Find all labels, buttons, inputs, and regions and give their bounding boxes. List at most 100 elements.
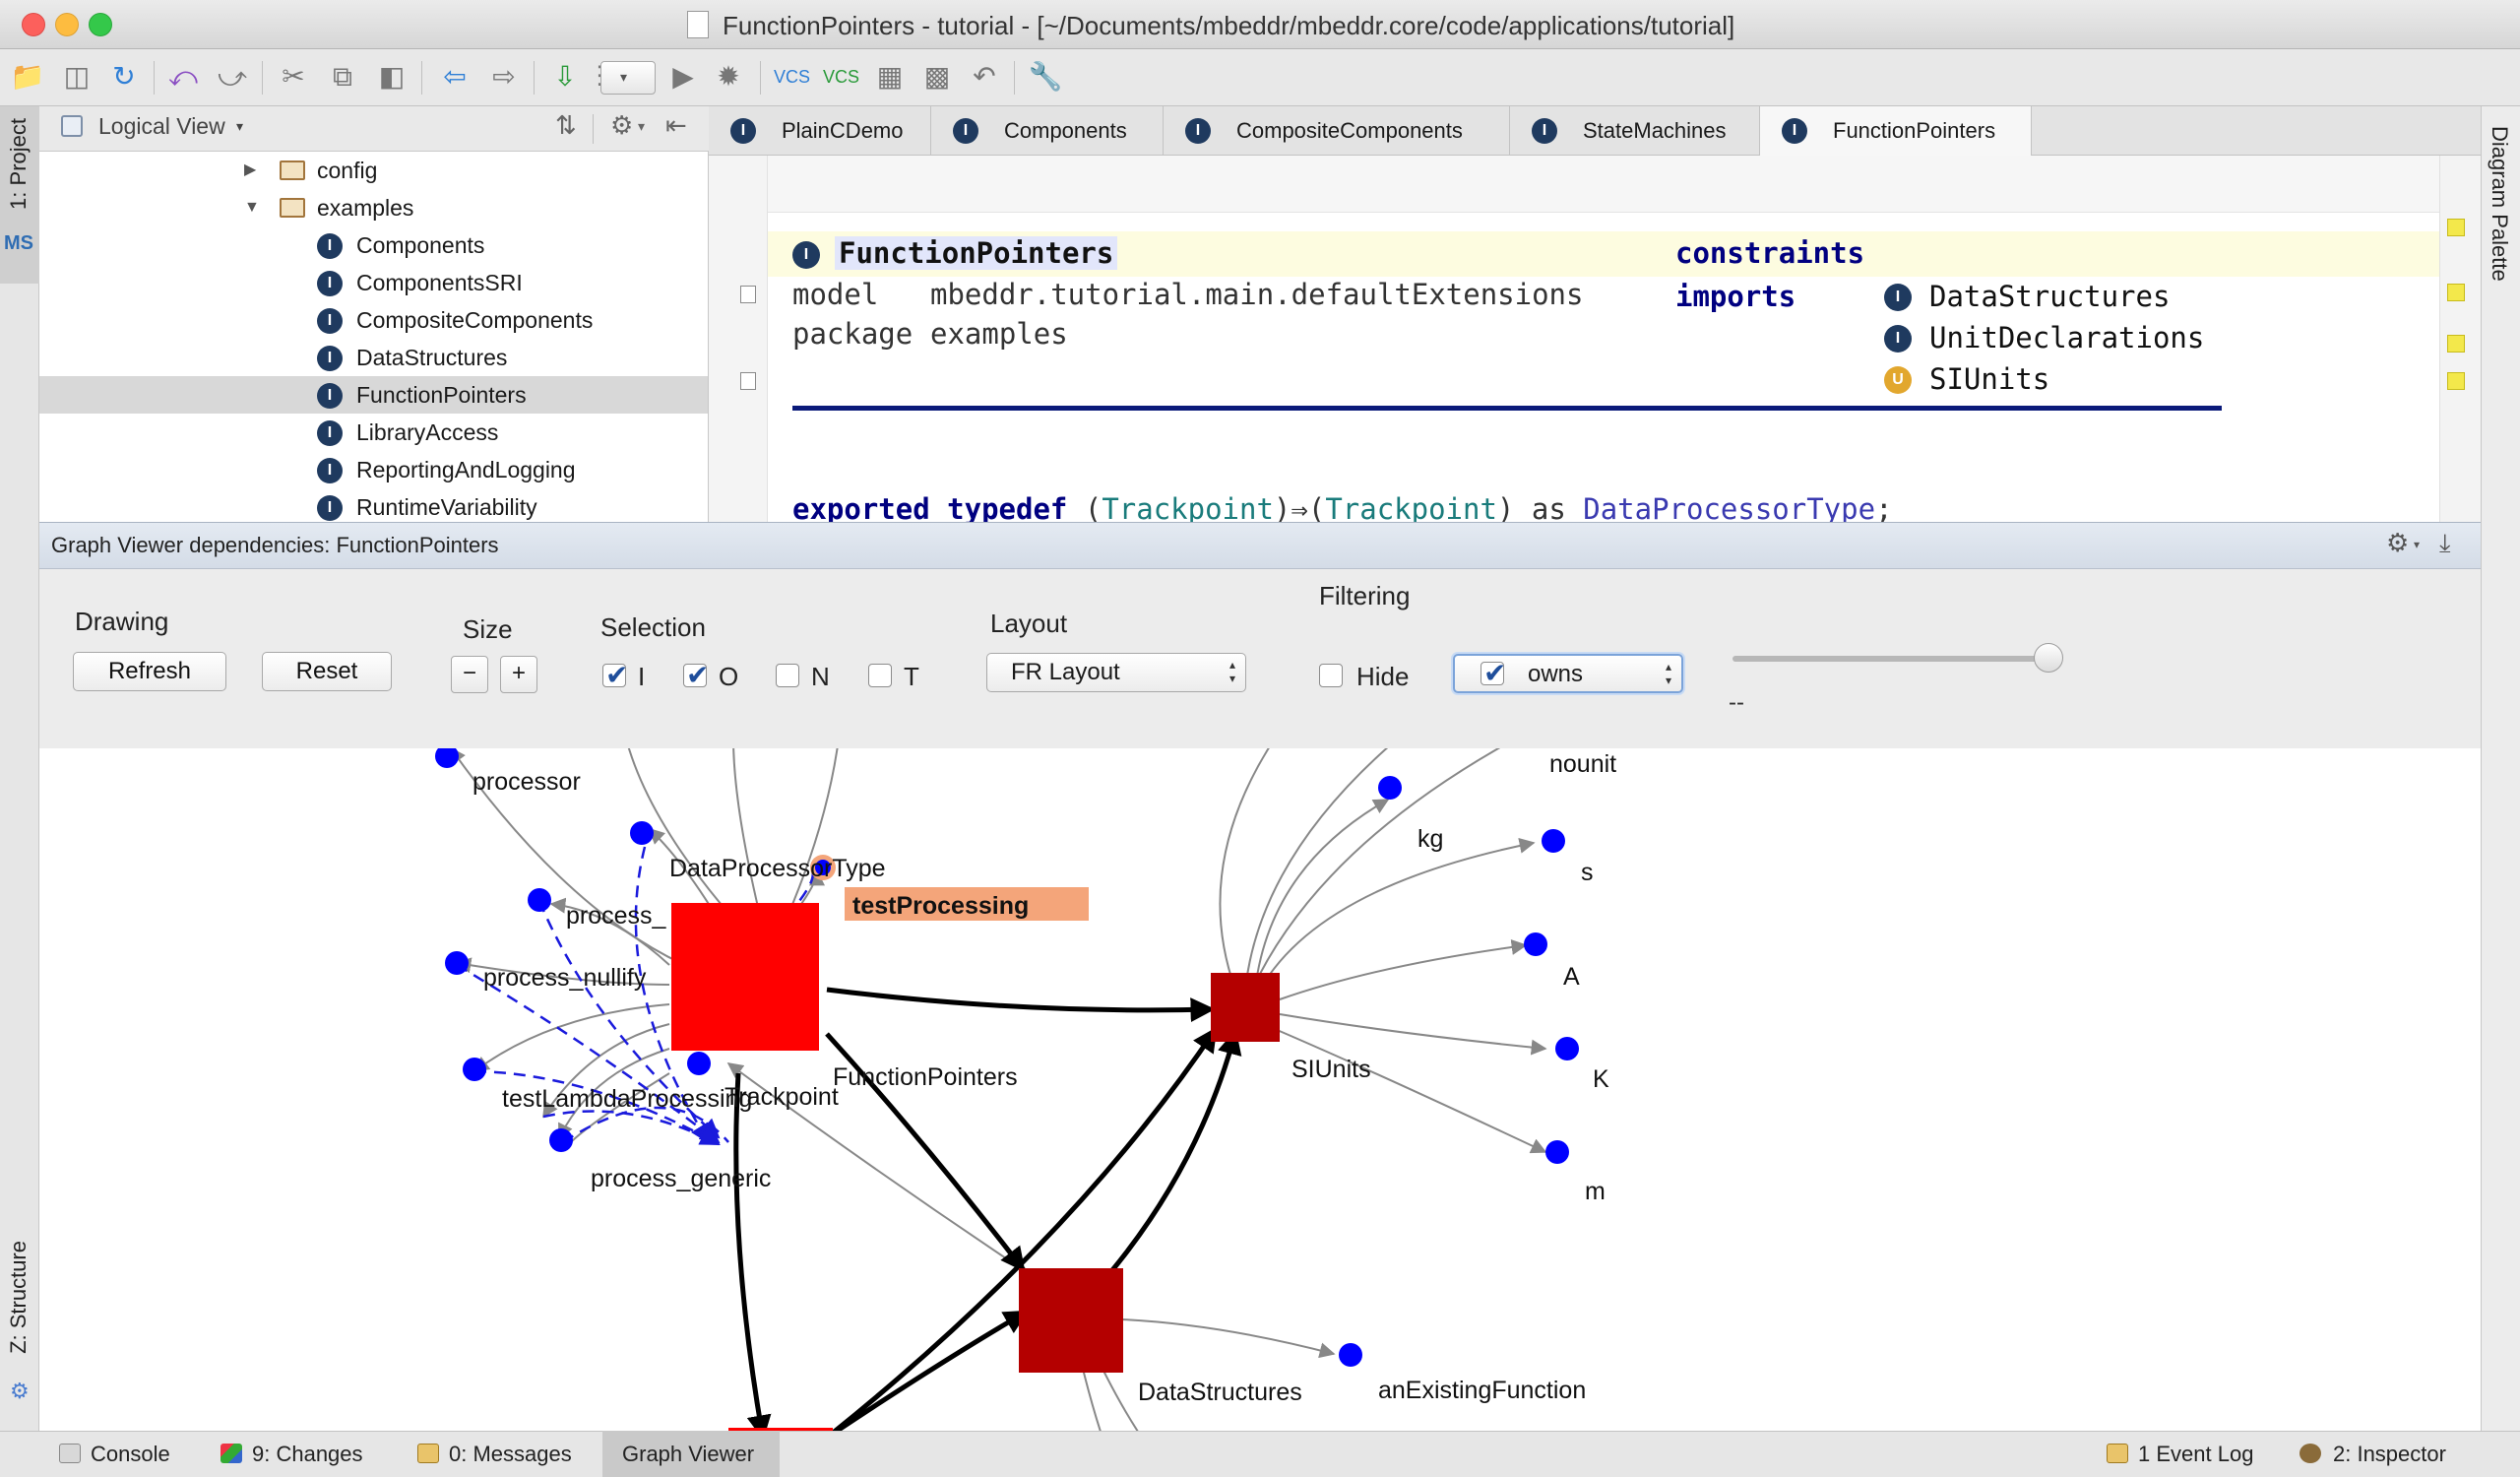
warning-marker[interactable] [2447,335,2465,353]
graph-node-trackpoint[interactable] [687,1052,711,1075]
back-icon[interactable]: ⇦ [443,61,467,92]
console-tab[interactable]: Console [43,1431,201,1477]
reset-button[interactable]: Reset [262,652,392,691]
tree-item-config[interactable]: ▶ config [39,152,708,189]
layout-select[interactable]: FR Layout [986,653,1246,692]
tree-collapse-icon[interactable]: ▼ [244,199,260,216]
selection-o-checkbox[interactable] [683,659,709,691]
tree-item-compositecomponents[interactable]: I CompositeComponents [39,301,708,339]
tree-item-components[interactable]: I Components [39,226,708,264]
fold-start-icon[interactable] [740,286,756,303]
mps-icon[interactable]: MS [4,232,33,254]
inspector-tab[interactable]: 2: Inspector [2290,1431,2477,1477]
vcs-revert-icon[interactable]: ↶ [973,61,996,92]
warning-marker[interactable] [2447,372,2465,390]
graph-canvas[interactable]: processor DataProcessorType testProcessi… [39,748,2481,1431]
hide-checkbox[interactable] [1319,664,1343,687]
copy-icon[interactable]: ⧉ [333,61,352,92]
debug-icon[interactable]: ✹ [717,61,740,92]
edge-filter-checkbox[interactable] [1480,657,1506,689]
window-zoom-button[interactable] [89,13,112,36]
tree-item-reportingandlogging[interactable]: I ReportingAndLogging [39,451,708,488]
graph-viewer-tab[interactable]: Graph Viewer [602,1431,780,1477]
forward-icon[interactable]: ⇨ [492,61,516,92]
graph-node-process[interactable] [528,888,551,912]
graph-node-A[interactable] [1524,932,1547,956]
tree-item-functionpointers[interactable]: I FunctionPointers [39,376,708,414]
run-configuration-dropdown[interactable] [600,61,656,95]
vcs-history-icon[interactable]: ▩ [923,61,951,92]
module-name[interactable]: FunctionPointers [835,236,1118,270]
graph-node-m[interactable] [1545,1140,1569,1164]
tree-item-componentssri[interactable]: I ComponentsSRI [39,264,708,301]
tree-item-examples[interactable]: ▼ examples [39,189,708,226]
selection-t-checkbox[interactable] [868,664,892,687]
make-icon[interactable]: ⇩ [553,61,577,92]
tab-functionpointers[interactable]: I FunctionPointers [1760,106,2032,156]
redo-icon[interactable]: ⤻ [218,61,247,92]
tree-item-libraryaccess[interactable]: I LibraryAccess [39,414,708,451]
size-increase-button[interactable]: + [500,656,537,693]
status-marker[interactable] [2447,219,2465,236]
hide-panel-icon[interactable]: ⇤ [665,110,687,140]
import-datastructures[interactable]: DataStructures [1929,280,2171,313]
paste-icon[interactable]: ◧ [378,61,406,92]
graph-node-functionpointers[interactable] [671,903,819,1051]
import-unitdeclarations[interactable]: UnitDeclarations [1929,321,2205,354]
window-minimize-button[interactable] [55,13,79,36]
collapse-all-icon[interactable]: ⇅ [555,110,577,140]
import-siunits[interactable]: SIUnits [1929,362,2050,396]
selection-i-checkbox[interactable] [602,659,628,691]
selection-n-checkbox[interactable] [776,664,799,687]
tab-plaincdemo[interactable]: I PlainCDemo [709,106,931,156]
vcs-update-icon[interactable]: VCS [774,67,811,87]
model-value[interactable]: mbeddr.tutorial.main.defaultExtensions [930,278,1584,311]
graph-node-leaf[interactable] [630,821,654,845]
tab-statemachines[interactable]: I StateMachines [1510,106,1760,156]
vcs-commit-icon[interactable]: VCS [823,67,860,87]
fold-end-icon[interactable] [740,372,756,390]
structure-tool-tab[interactable]: Z: Structure [6,1241,31,1354]
sync-icon[interactable]: ↻ [112,61,136,92]
graph-node-partial[interactable] [728,1428,833,1431]
messages-tab[interactable]: 0: Messages [404,1431,591,1477]
gear-icon[interactable]: ⚙ [2386,528,2410,557]
tree-item-datastructures[interactable]: I DataStructures [39,339,708,376]
event-log-tab[interactable]: 1 Event Log [2099,1431,2276,1477]
changes-tab[interactable]: 9: Changes [207,1431,384,1477]
package-value[interactable]: examples [930,317,1068,351]
view-selector[interactable]: Logical View [98,113,225,139]
graph-node-dataprocessortype[interactable] [815,860,831,875]
graph-node-anexistingfunction[interactable] [1339,1343,1362,1367]
project-tool-tab[interactable] [0,106,39,284]
gear-icon[interactable]: ⚙ [610,110,634,140]
graph-node-process-nullify[interactable] [445,951,469,975]
graph-node-datastructures[interactable] [1019,1268,1123,1373]
typedef-line[interactable]: exported typedef (Trackpoint)⇒(Trackpoin… [792,492,1893,526]
diagram-palette-tab[interactable]: Diagram Palette [2488,126,2512,282]
window-close-button[interactable] [22,13,45,36]
graph-node-s[interactable] [1542,829,1565,853]
graph-node-processor[interactable] [435,748,459,768]
save-icon[interactable]: ◫ [63,61,91,92]
undo-icon[interactable]: ⤺ [168,61,198,92]
run-icon[interactable]: ▶ [672,61,694,92]
refresh-button[interactable]: Refresh [73,652,226,691]
size-decrease-button[interactable]: − [451,656,488,693]
graph-node-kg[interactable] [1378,776,1402,800]
tab-components[interactable]: I Components [931,106,1164,156]
code-editor[interactable] [709,156,2481,522]
minimize-panel-icon[interactable]: ⤓ [2439,528,2451,557]
cut-icon[interactable]: ✂ [282,61,305,92]
filter-slider-thumb[interactable] [2034,643,2063,673]
warning-marker[interactable] [2447,284,2465,301]
tree-expand-icon[interactable]: ▶ [244,161,257,178]
graph-node-K[interactable] [1555,1037,1579,1060]
tree-item-runtimevariability[interactable]: I RuntimeVariability [39,488,708,522]
graph-node-process-generic[interactable] [549,1128,573,1152]
graph-node-siunits[interactable] [1211,973,1280,1042]
settings-wrench-icon[interactable]: 🔧 [1028,61,1063,92]
tab-compositecomponents[interactable]: I CompositeComponents [1164,106,1510,156]
filter-slider[interactable] [1732,656,2048,662]
vcs-compare-icon[interactable]: ▦ [876,61,904,92]
